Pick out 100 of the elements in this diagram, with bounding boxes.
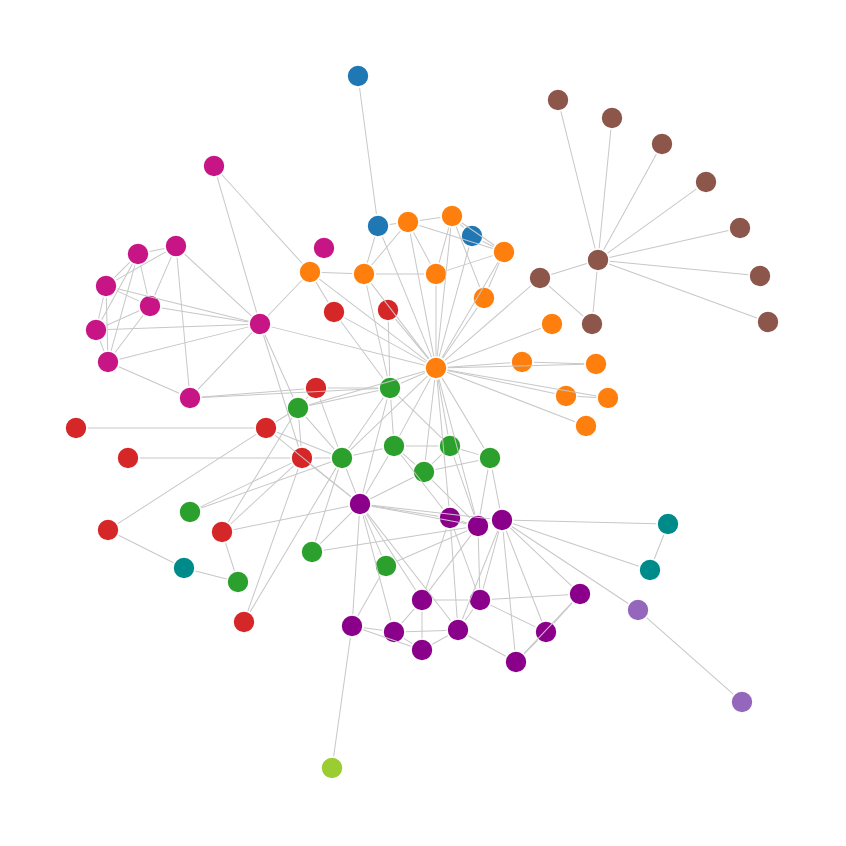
link-line [323,527,467,551]
network-node [164,234,188,258]
network-node [510,350,534,374]
link-line [345,468,357,494]
network-node [626,598,650,622]
link-line [362,398,388,494]
network-node [694,170,718,194]
link-line [117,433,257,525]
link-line [479,469,489,515]
link-line [115,251,167,281]
link-line [101,263,133,321]
link-line [318,278,428,362]
network-node [178,500,202,524]
link-line [116,288,250,322]
network-node [340,614,364,638]
link-line [352,515,360,615]
link-line [453,456,475,516]
link-line [366,236,376,264]
link-line [577,396,597,398]
link-line [444,285,532,361]
link-line [353,448,383,456]
link-line [348,397,384,449]
link-line [461,222,495,246]
link-line [447,363,585,369]
link-line [482,240,494,248]
link-line [233,505,349,531]
link-line [405,629,447,633]
link-line [488,262,500,288]
link-line [140,265,148,295]
network-node [600,106,624,130]
link-line [402,453,416,465]
link-line [267,280,303,316]
link-line [459,223,465,229]
link-line [263,334,299,448]
link-line [105,297,109,351]
network-node [346,64,370,88]
link-line [403,637,413,645]
link-line [371,504,491,520]
link-line [435,285,437,357]
network-node [586,248,610,272]
link-line [362,629,412,647]
link-line [533,361,585,365]
network-node [374,554,398,578]
network-node [286,396,310,420]
link-line [327,387,379,389]
link-line [118,534,174,564]
link-line [467,635,507,657]
link-line [197,332,253,390]
network-node [178,386,202,410]
network-node [226,570,250,594]
link-line [431,635,449,645]
link-line [106,310,140,326]
link-line [298,419,302,447]
link-line [437,379,449,435]
link-line [114,314,144,354]
link-line [200,461,332,509]
network-node [254,416,278,440]
link-line [110,264,136,352]
network-node [330,446,354,470]
link-line [400,454,444,510]
link-line [553,602,573,624]
network-node [202,154,226,178]
link-line [560,110,596,250]
link-line [490,604,536,628]
link-line [510,527,572,587]
link-line [425,528,447,590]
link-line [431,453,443,465]
link-line [409,233,435,357]
network-node [650,132,674,156]
link-line [264,334,294,398]
network-node [656,512,680,536]
link-line [350,375,428,451]
link-line [184,253,252,317]
link-line [343,317,427,363]
network-node [396,210,420,234]
network-node [322,300,346,324]
link-line [396,530,468,562]
link-line [453,528,477,590]
link-line [401,608,415,624]
link-line [608,263,758,319]
network-node [472,286,496,310]
network-node [304,376,328,400]
link-line [482,530,500,590]
network-node [568,582,592,606]
network-node [320,756,344,780]
link-line [340,321,384,379]
link-line [389,223,397,225]
network-node [352,262,376,286]
link-line [276,431,332,455]
link-line [247,468,299,612]
link-line [438,246,470,358]
link-line [592,271,598,313]
network-node [748,264,772,288]
link-line [436,227,452,357]
network-node [728,216,752,240]
link-line [149,247,165,253]
link-line [118,326,250,360]
network-node [410,588,434,612]
link-line [321,271,353,275]
link-line [418,225,494,249]
